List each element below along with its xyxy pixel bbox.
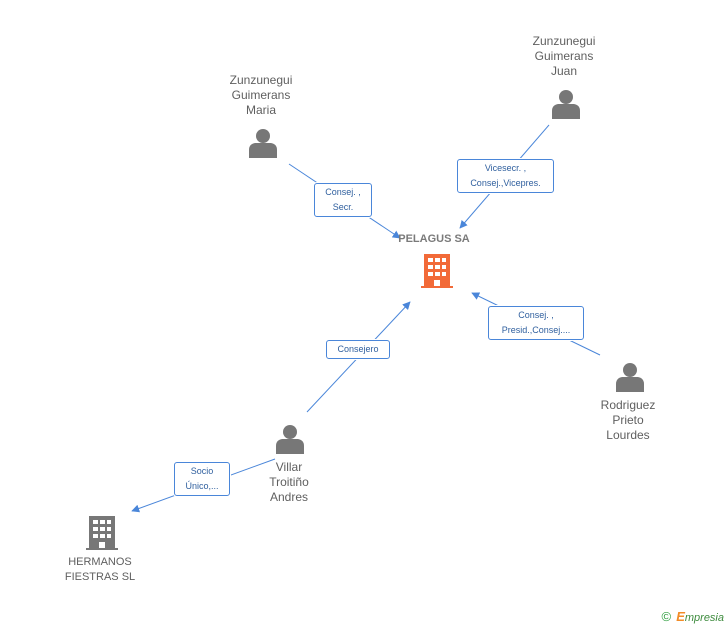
brand-logo-initial: E	[676, 609, 685, 624]
relation-label-hermanos: Socio Único,...	[174, 462, 230, 496]
person-icon[interactable]	[249, 129, 277, 158]
person-name-andres[interactable]: Villar Troitiño Andres	[269, 460, 309, 504]
building-icon[interactable]	[421, 254, 453, 288]
person-name-lourdes[interactable]: Rodriguez Prieto Lourdes	[600, 398, 656, 442]
person-icon[interactable]	[616, 363, 644, 392]
person-icon[interactable]	[552, 90, 580, 119]
person-icon[interactable]	[276, 425, 304, 454]
company-name-hermanos[interactable]: HERMANOS FIESTRAS SL	[64, 556, 136, 583]
brand-name: mpresia	[684, 612, 724, 624]
relation-label-maria: Consej. , Secr.	[314, 183, 372, 217]
brand-footer[interactable]: © Empresia	[662, 609, 724, 624]
relation-label-juan: Vicesecr. , Consej.,Vicepres.	[457, 159, 554, 193]
main-company-name[interactable]: PELAGUS SA	[398, 233, 470, 245]
building-icon[interactable]	[86, 516, 118, 550]
copyright-icon: ©	[661, 609, 672, 624]
relation-label-andres: Consejero	[326, 340, 390, 359]
person-name-juan[interactable]: Zunzunegui Guimerans Juan	[532, 34, 596, 78]
person-name-maria[interactable]: Zunzunegui Guimerans Maria	[229, 73, 293, 117]
relation-label-lourdes: Consej. , Presid.,Consej....	[488, 306, 584, 340]
